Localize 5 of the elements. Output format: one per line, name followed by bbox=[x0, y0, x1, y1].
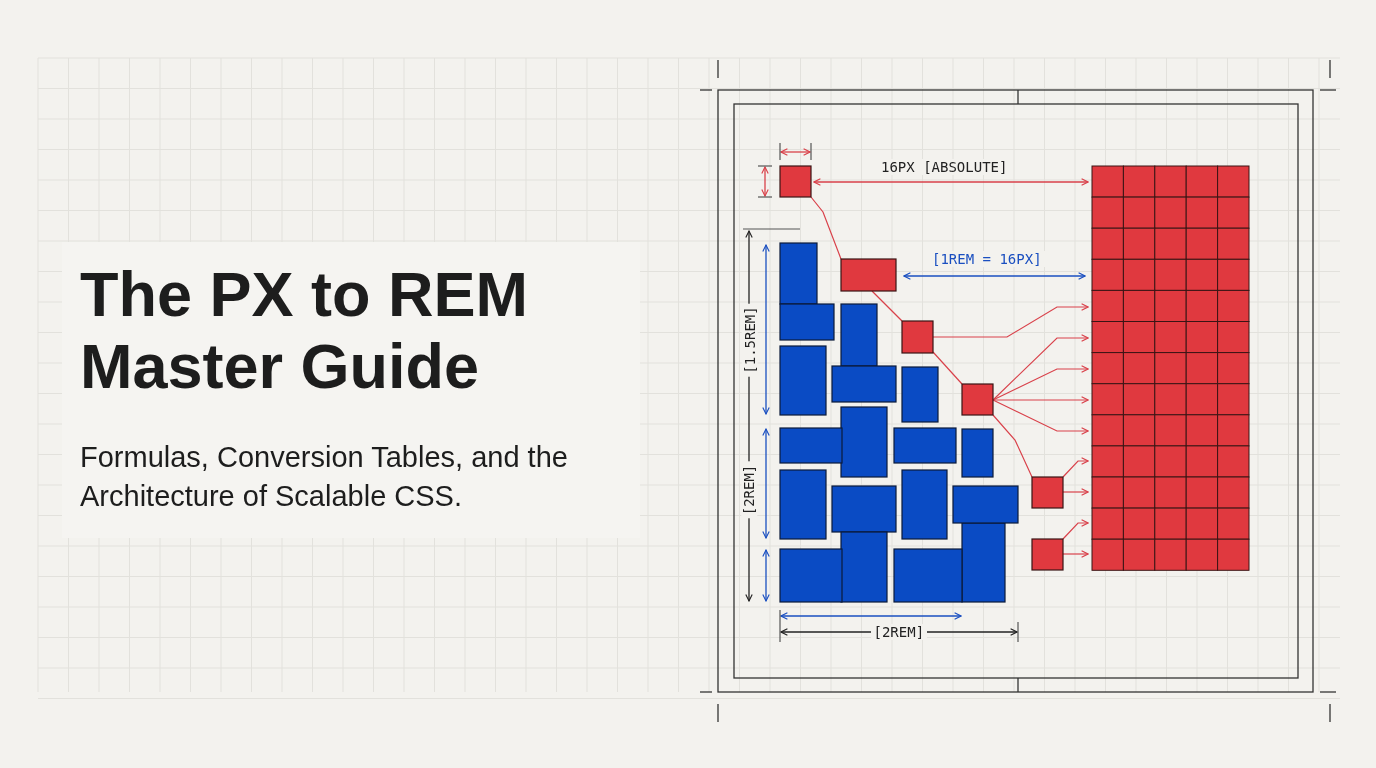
title: The PX to REM Master Guide bbox=[80, 258, 529, 402]
subtitle: Formulas, Conversion Tables, and the Architecture of Scalable CSS. bbox=[80, 440, 569, 514]
dimension-label: [2REM] bbox=[870, 624, 928, 640]
dimension-label: [2REM] bbox=[740, 461, 757, 519]
dimension-label: [1.5REM] bbox=[741, 303, 758, 377]
